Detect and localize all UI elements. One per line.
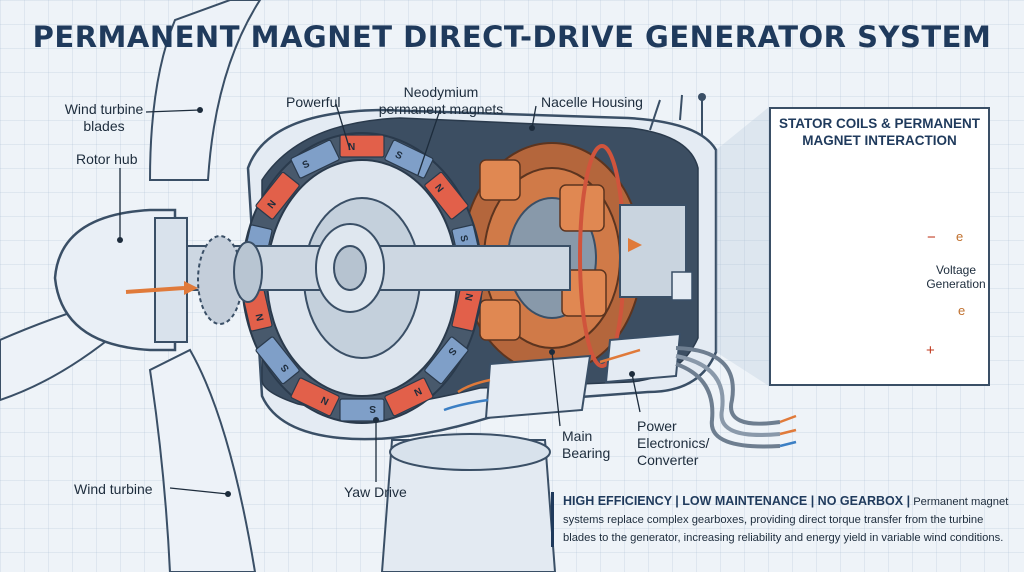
magnet-pole-label: N [254,312,266,322]
symbol-e-lower: e [958,303,966,318]
magnet-segment: N [255,171,300,220]
inset-title-line2: MAGNET INTERACTION [802,133,957,148]
magnet-pole-label: S [301,159,312,172]
rotor-cable [457,378,491,394]
magnet-segment: N [339,134,385,158]
label-power-line1: Power [637,418,677,434]
converter-cable [599,348,641,364]
torque-arrow [125,286,185,294]
benefit-text: Permanent magnet systems replace complex… [563,496,1009,544]
label-power-line2: Electronics/ [637,435,710,451]
page-title: PERMANENT MAGNET DIRECT-DRIVE GENERATOR … [32,20,992,54]
output-arrow-2 [779,428,797,436]
symbol-plus: + [926,342,935,359]
rear-shaft-housing [619,204,687,298]
label-main-bearing-line1: Main [562,428,593,444]
anemometer-head [698,93,706,101]
label-blades-line1: Wind turbine [64,101,144,117]
output-arrow-3 [779,440,797,448]
blade-upper [148,0,262,181]
magnet-pole-label: N [462,292,474,302]
torque-arrow-head [184,281,198,295]
roof-sensor-mast [649,99,661,131]
voltage-line2: Generation [926,277,986,291]
magnet-segment: N [290,377,340,417]
inset-projection [716,107,769,386]
label-magnets-line1: Neodymium [403,84,479,100]
label-nacelle: Nacelle Housing [541,94,643,110]
label-power-electronics: Power Electronics/ Converter [637,418,709,469]
label-main-bearing-line2: Bearing [562,445,611,461]
magnet-segment: S [255,336,300,385]
inset-panel [769,107,990,386]
label-power-line3: Converter [637,452,699,468]
output-cables [675,346,781,449]
symbol-e-upper: e [956,229,964,244]
magnet-segment: S [339,398,385,422]
yaw-ring [389,433,551,471]
voltage-line1: Voltage [935,263,977,277]
label-yaw-drive: Yaw Drive [344,484,407,500]
inset-title: STATOR COILS & PERMANENT MAGNET INTERACT… [773,115,986,149]
benefit-callout: HIGH EFFICIENCY | LOW MAINTENANCE | NO G… [551,492,1013,547]
hub-collar [154,217,188,343]
label-blades-line2: blades [83,118,125,134]
inset-title-line1: STATOR COILS & PERMANENT [778,116,980,131]
magnet-pole-label: S [393,149,404,162]
front-bearing [233,241,263,303]
magnet-pole-label: N [348,142,355,153]
roof-antenna [679,94,683,121]
rotor-hub [53,208,177,352]
label-powerful: Powerful [286,94,341,110]
magnet-segment: S [424,336,469,385]
symbol-minus: − [927,229,936,246]
label-blades: Wind turbine blades [52,101,156,135]
magnet-segment: N [384,377,434,417]
magnet-pole-label: N [412,385,423,398]
label-rotor-hub: Rotor hub [76,151,138,167]
signal-cable [443,398,489,412]
label-magnets-line2: permanent magnets [378,101,504,117]
rear-bracket [671,271,693,301]
magnet-segment: N [424,171,469,220]
label-voltage-generation: Voltage Generation [926,263,986,291]
shaft-bore [333,245,367,291]
output-arrow-1 [779,414,797,424]
stator-arrow-head [628,238,642,252]
magnet-pole-label: S [369,403,376,414]
label-main-bearing: Main Bearing [562,428,610,462]
blade-lower [148,348,257,572]
magnet-segment: S [290,139,340,179]
leader-dots [117,107,635,497]
benefit-heading: HIGH EFFICIENCY | LOW MAINTENANCE | NO G… [563,494,911,508]
label-wind-turbine: Wind turbine [74,481,153,497]
magnet-pole-label: N [319,394,330,407]
label-magnets: Neodymium permanent magnets [366,84,516,118]
leader-lines [119,103,641,495]
magnet-pole-label: S [457,234,469,243]
